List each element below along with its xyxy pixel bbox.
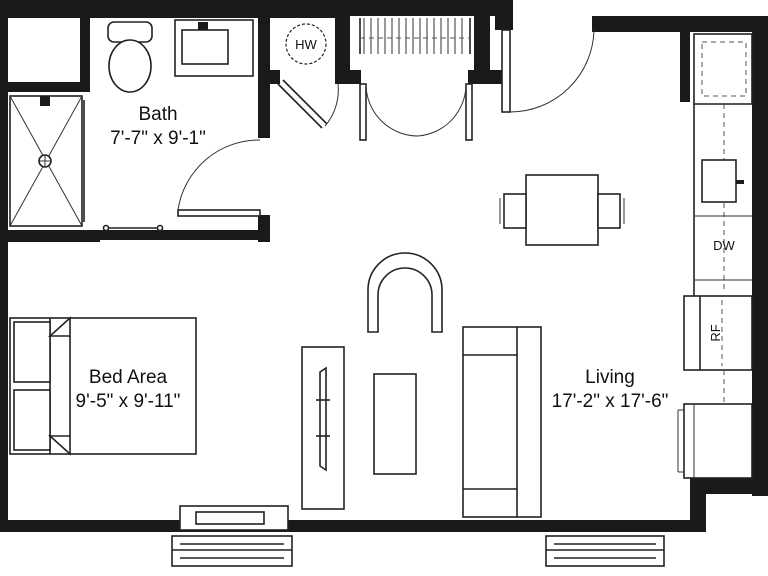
- bed-room-name: Bed Area: [89, 367, 168, 388]
- toilet-tank: [107, 21, 153, 43]
- window-left: [171, 505, 293, 567]
- refrigerator: [683, 295, 753, 371]
- wall-kitchen-end: [680, 32, 690, 102]
- entry-door-swing: [509, 29, 595, 113]
- wall-top-right: [592, 16, 768, 32]
- tv-icon: [319, 366, 327, 472]
- wall-bath-right-lower: [258, 215, 270, 242]
- dining-table: [525, 174, 599, 246]
- wall-hw-right: [335, 0, 350, 84]
- shower: [9, 95, 85, 227]
- wall-bath-bottom-left: [0, 230, 100, 242]
- sofa: [462, 326, 542, 518]
- kitchen: DW RF: [677, 33, 753, 479]
- wall-shower-top: [0, 82, 90, 92]
- refrigerator-label: RF: [708, 324, 723, 341]
- window-right-frame: [545, 535, 665, 567]
- wall-right: [752, 16, 768, 496]
- closet-swing-right: [417, 83, 467, 137]
- closet-door-right: [465, 83, 473, 141]
- dining-set: [499, 174, 625, 246]
- range: [683, 403, 753, 479]
- toilet: [107, 21, 153, 93]
- wall-left: [0, 0, 8, 530]
- entry-door-leaf: [501, 29, 511, 113]
- wall-top-left: [0, 0, 350, 18]
- coffee-table: [373, 373, 417, 475]
- window-left-frame: [171, 535, 293, 567]
- wall-top-closet: [350, 0, 495, 16]
- bed-room-size: 9'-5" x 9'-11": [76, 391, 181, 412]
- wall-bath-bottom: [100, 230, 260, 240]
- closet-swing-left: [365, 83, 419, 137]
- bath-room-name: Bath: [138, 104, 177, 125]
- window-right: [545, 535, 665, 567]
- pillow-top: [13, 321, 51, 383]
- wall-hw-bottom: [335, 70, 361, 84]
- bath-door-swing: [177, 139, 261, 211]
- bed-sheet-fold-top: [47, 316, 71, 337]
- vanity: [174, 19, 254, 77]
- dining-chair-right: [597, 193, 621, 229]
- closet: [359, 18, 473, 141]
- bath-door-leaf: [177, 209, 261, 217]
- dining-chair-left: [503, 193, 527, 229]
- armchair-frame: [367, 252, 443, 333]
- wall-shower-divider: [80, 0, 90, 86]
- wall-closet-bottom: [468, 70, 502, 84]
- closet-door-left: [359, 83, 367, 141]
- faucet-icon: [198, 22, 208, 30]
- kitchen-faucet-icon: [736, 180, 744, 184]
- kitchen-upper-cabinet: [693, 33, 753, 105]
- sofa-frame: [462, 326, 542, 518]
- dishwasher-label: DW: [713, 238, 735, 253]
- water-heater-closet: HW: [277, 23, 339, 129]
- wall-hw-left: [258, 70, 280, 84]
- armchair: [367, 252, 443, 333]
- water-heater-icon: [285, 23, 327, 65]
- closet-shelf-hatching: [363, 18, 463, 54]
- bed-sheet-fold-bottom: [47, 435, 71, 456]
- wall-closet-right: [474, 16, 490, 84]
- wall-bottom: [0, 520, 706, 532]
- hw-door-leaf: [277, 83, 323, 129]
- hw-door-swing: [324, 83, 339, 127]
- living-room-size: 17'-2" x 17'-6": [552, 391, 669, 412]
- water-heater-label: HW: [295, 37, 317, 52]
- living-room-name: Living: [585, 367, 635, 388]
- walls: [0, 0, 768, 532]
- wall-right-notch-vertical: [690, 478, 706, 530]
- wall-right-notch: [690, 478, 768, 494]
- bath-room-size: 7'-7" x 9'-1": [110, 128, 206, 149]
- shower-valve-icon: [40, 96, 50, 106]
- wall-top-notch: [495, 0, 513, 30]
- bath-door: [102, 139, 261, 232]
- kitchen-sink: [701, 159, 737, 203]
- toilet-bowl: [108, 39, 152, 93]
- tv-console: [301, 346, 345, 510]
- bed: [9, 316, 197, 456]
- entry-door: [501, 29, 595, 113]
- sink-basin: [181, 29, 229, 65]
- pillow-bottom: [13, 389, 51, 451]
